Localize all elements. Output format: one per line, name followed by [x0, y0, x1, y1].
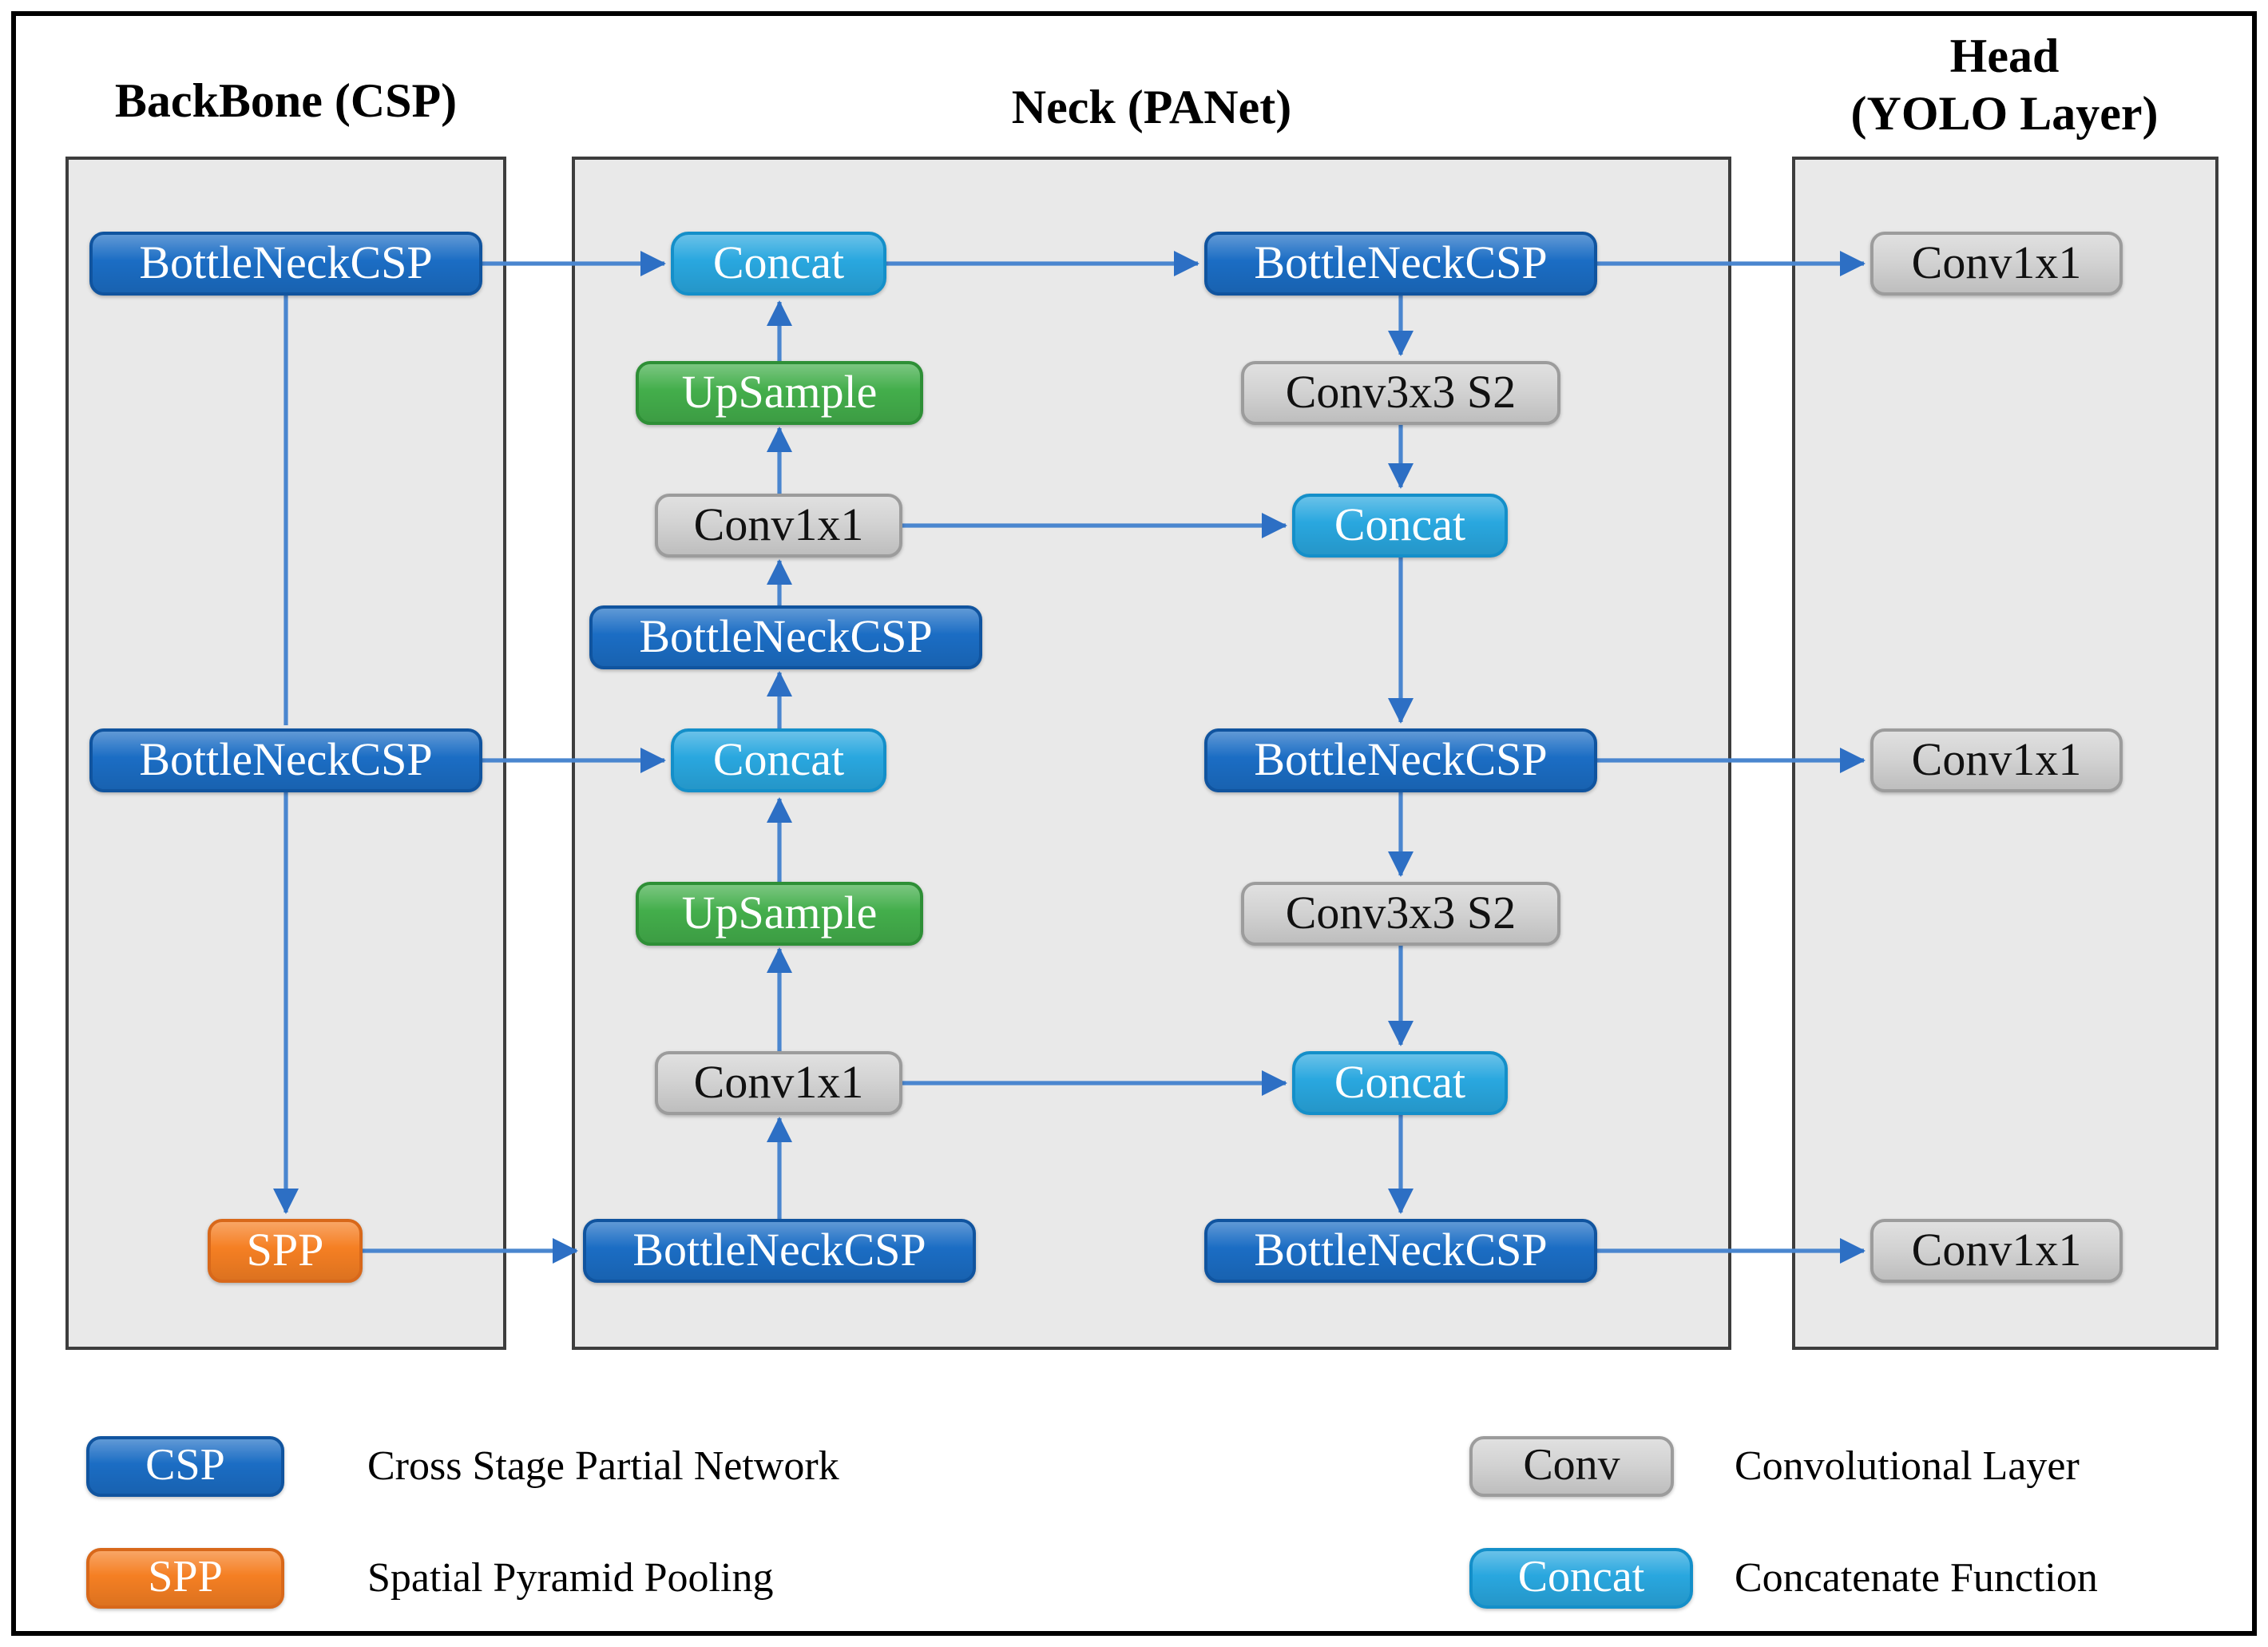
backbone-column-title: BackBone (CSP): [114, 75, 458, 128]
legend-text-concat: Concatenate Function: [1735, 1554, 2098, 1601]
node-n6-upsample: UpSample: [636, 882, 923, 946]
node-n5-concat: Concat: [671, 728, 886, 792]
node-b3-spp: SPP: [208, 1219, 363, 1283]
legend-text-conv: Convolutional Layer: [1735, 1443, 2080, 1489]
legend-text-csp: Cross Stage Partial Network: [367, 1443, 839, 1489]
node-m6-concat: Concat: [1292, 1051, 1508, 1115]
node-h2-conv: Conv1x1: [1870, 728, 2123, 792]
legend-text-spp: Spatial Pyramid Pooling: [367, 1554, 774, 1601]
node-m7-csp: BottleNeckCSP: [1204, 1219, 1597, 1283]
neck-column-title: Neck (PANet): [1011, 81, 1292, 134]
head-column-title: Head (YOLO Layer): [1851, 29, 2159, 144]
legend-swatch-csp: CSP: [86, 1436, 284, 1497]
node-b2-csp: BottleNeckCSP: [89, 728, 482, 792]
outer-border: [11, 11, 2257, 1636]
node-b1-csp: BottleNeckCSP: [89, 232, 482, 296]
node-n3-conv: Conv1x1: [655, 494, 902, 558]
node-m4-csp: BottleNeckCSP: [1204, 728, 1597, 792]
legend-swatch-spp: SPP: [86, 1548, 284, 1609]
node-m1-csp: BottleNeckCSP: [1204, 232, 1597, 296]
head-title-line2: (YOLO Layer): [1850, 88, 2159, 141]
node-n2-upsample: UpSample: [636, 361, 923, 425]
node-n7-conv: Conv1x1: [655, 1051, 902, 1115]
node-m5-conv: Conv3x3 S2: [1241, 882, 1560, 946]
node-h3-conv: Conv1x1: [1870, 1219, 2123, 1283]
node-m2-conv: Conv3x3 S2: [1241, 361, 1560, 425]
node-n4-csp: BottleNeckCSP: [589, 605, 982, 669]
node-h1-conv: Conv1x1: [1870, 232, 2123, 296]
node-m3-concat: Concat: [1292, 494, 1508, 558]
node-n1-concat: Concat: [671, 232, 886, 296]
node-n8-csp: BottleNeckCSP: [583, 1219, 976, 1283]
head-title-line1: Head: [1949, 30, 2060, 83]
legend-swatch-conv: Conv: [1469, 1436, 1674, 1497]
legend-swatch-concat: Concat: [1469, 1548, 1693, 1609]
